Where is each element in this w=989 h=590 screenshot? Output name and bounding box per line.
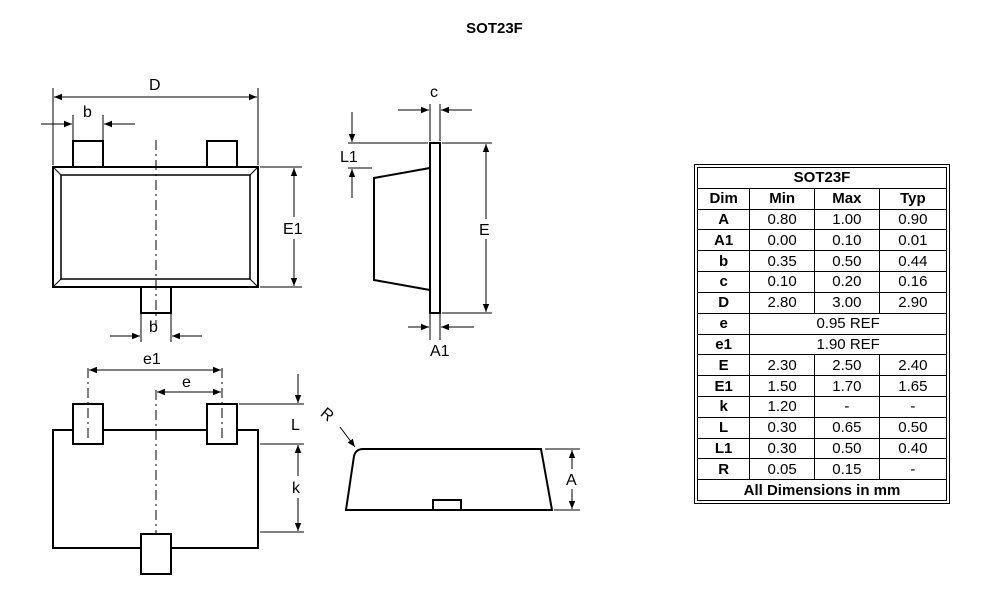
table-row: e1 1.90 REF	[696, 333, 947, 356]
table-row: E 2.30 2.50 2.40	[696, 354, 948, 377]
label-R: R	[317, 405, 337, 425]
table-row: A 0.80 1.00 0.90	[696, 208, 948, 231]
label-b-top: b	[83, 104, 92, 121]
a-label-mask	[563, 469, 581, 489]
header-typ: Typ	[878, 187, 948, 210]
side-view-dimensions	[348, 104, 492, 340]
dimensions-table: SOT23F Dim Min Max Typ A 0.80 1.00 0.90 …	[694, 164, 950, 504]
table-row: e 0.95 REF	[696, 312, 947, 335]
e1-label-mask	[284, 217, 306, 239]
table-row: D 2.80 3.00 2.90	[696, 291, 948, 314]
label-e: e	[182, 374, 191, 391]
side-lead-plate	[429, 142, 441, 314]
label-c: c	[430, 84, 438, 101]
footprint-centerlines	[87, 368, 223, 534]
header-max: Max	[814, 187, 880, 210]
side-body	[373, 166, 431, 292]
top-view	[52, 140, 259, 325]
table-row: A1 0.00 0.10 0.01	[696, 229, 948, 252]
label-e1: e1	[143, 351, 161, 368]
table-row: L1 0.30 0.50 0.40	[696, 437, 948, 460]
k-label-mask	[289, 476, 307, 498]
side-view	[373, 142, 441, 314]
label-A: A	[566, 472, 577, 489]
label-E: E	[479, 222, 490, 239]
header-min: Min	[749, 187, 816, 210]
label-L1: L1	[340, 149, 358, 166]
table-row: b 0.35 0.50 0.44	[696, 250, 948, 273]
table-row: L 0.30 0.65 0.50	[696, 416, 948, 439]
table-footer: All Dimensions in mm	[697, 479, 947, 501]
label-L: L	[291, 417, 300, 434]
profile-lead	[432, 499, 462, 511]
footprint-dimensions	[89, 366, 304, 533]
label-D: D	[149, 77, 161, 94]
label-E1: E1	[283, 221, 303, 238]
label-k: k	[292, 480, 301, 497]
table-row: k 1.20 - -	[696, 395, 948, 418]
label-A1: A1	[430, 343, 450, 360]
label-b-bottom: b	[149, 319, 158, 336]
lead-top-left	[72, 140, 104, 168]
lead-top-right	[206, 140, 238, 168]
page-title: SOT23F	[466, 20, 523, 37]
table-row: c 0.10 0.20 0.16	[696, 271, 948, 293]
table-title: SOT23F	[697, 167, 947, 189]
profile-body	[344, 448, 554, 511]
pad-bottom	[140, 533, 172, 575]
footprint-view	[52, 403, 259, 575]
top-view-dimensions	[41, 88, 302, 342]
profile-view	[344, 448, 554, 511]
header-dim: Dim	[696, 187, 751, 210]
table-row: E1 1.50 1.70 1.65	[696, 375, 948, 397]
footprint-body	[52, 429, 259, 549]
table-row: R 0.05 0.15 -	[696, 458, 948, 481]
e-label-mask	[476, 219, 496, 239]
